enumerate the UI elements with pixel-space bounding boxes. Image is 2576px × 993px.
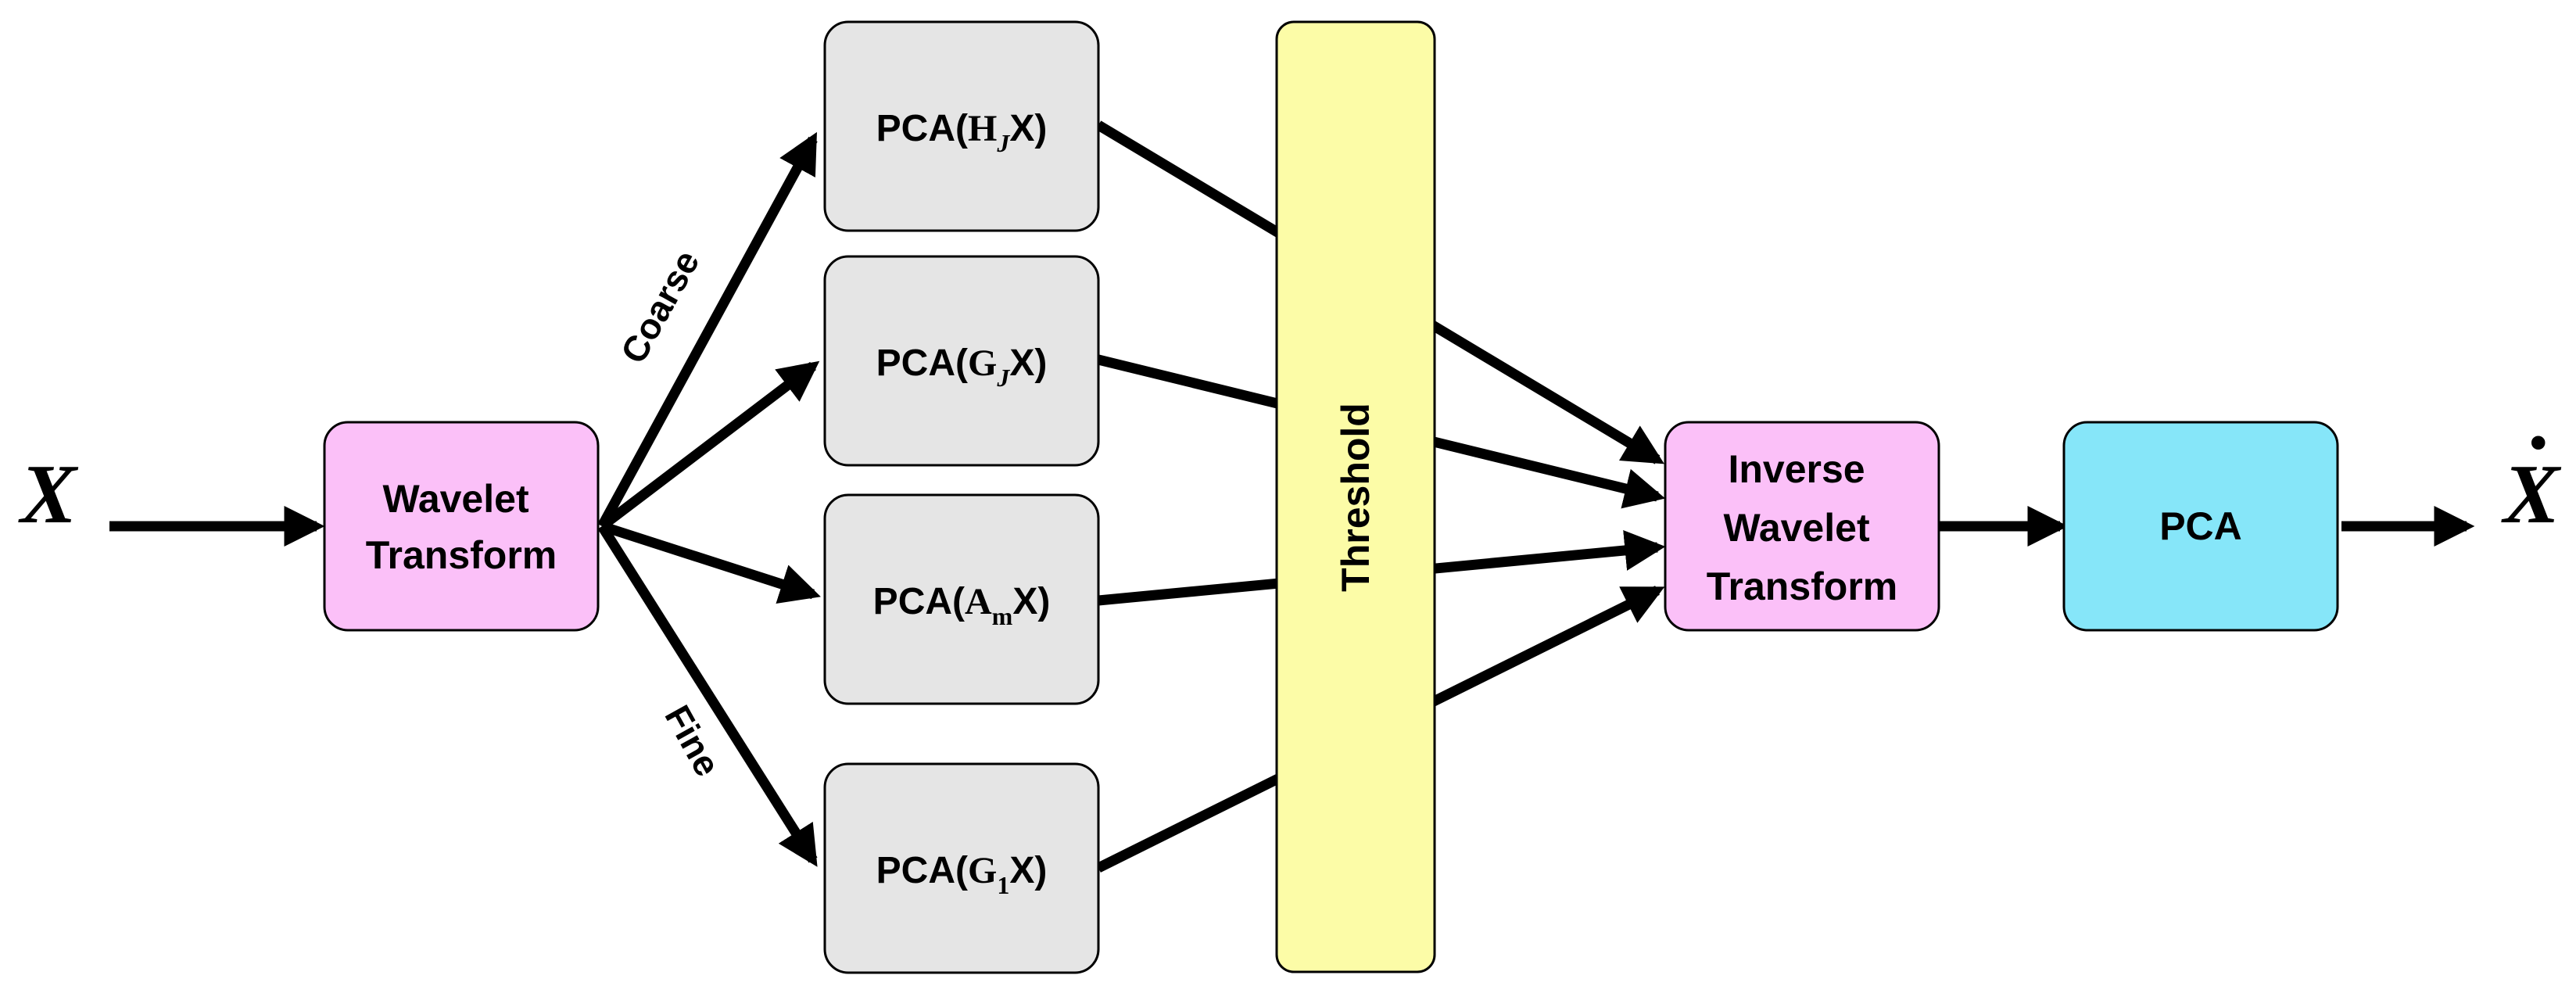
- inverse-wavelet-label: Inverse Wavelet Transform: [1707, 447, 1898, 608]
- pca-g1-prefix: PCA(: [876, 850, 968, 891]
- pca-box-h: PCA(HJX): [823, 20, 1100, 232]
- pca-h-base: H: [968, 108, 997, 149]
- output-dot-accent: ·: [2528, 396, 2549, 489]
- pca-a-label: PCA(AmX): [873, 581, 1051, 630]
- threshold-label: Threshold: [1334, 403, 1378, 592]
- inverse-wavelet-box: Inverse Wavelet Transform: [1664, 421, 1940, 632]
- output-symbol: X: [2501, 448, 2562, 541]
- wavelet-transform-label: Wavelet Transform: [366, 477, 557, 577]
- pca-g1-base: G: [968, 850, 997, 891]
- pca-g-prefix: PCA(: [876, 342, 968, 384]
- final-pca-box: PCA: [2062, 421, 2339, 632]
- pca-h-sub: J: [996, 129, 1010, 157]
- wavelet-line-1: Wavelet: [382, 477, 528, 521]
- pca-h-label: PCA(HJX): [876, 108, 1048, 157]
- pca-a-sub: m: [992, 602, 1013, 630]
- pca-g1-suffix: X): [1009, 850, 1047, 891]
- pca-a-prefix: PCA(: [873, 581, 965, 622]
- pca-g-label: PCA(GJX): [876, 342, 1048, 392]
- pca-box-g: PCA(GJX): [823, 255, 1100, 467]
- inverse-line-2: Wavelet: [1723, 506, 1869, 550]
- arrow-wavelet-to-pca-a: [600, 521, 821, 604]
- arrow-wavelet-to-pca-g: [599, 360, 820, 531]
- arrow-wavelet-to-pca-h: [597, 131, 818, 529]
- pca-h-prefix: PCA(: [876, 108, 968, 149]
- pca-g1-label: PCA(G1X): [876, 850, 1048, 899]
- arrow-wavelet-to-pca-g1: [597, 523, 818, 867]
- pca-g-base: G: [968, 342, 997, 384]
- final-pca-rect: [2062, 421, 2339, 632]
- pca-g-sub: J: [996, 364, 1010, 392]
- wavelet-line-2: Transform: [366, 533, 557, 577]
- inverse-line-1: Inverse: [1728, 447, 1865, 491]
- pca-g1-sub: 1: [997, 871, 1009, 899]
- pca-a-suffix: X): [1012, 581, 1050, 622]
- pca-box-a: PCA(AmX): [823, 493, 1100, 705]
- pca-g-suffix: X): [1009, 342, 1047, 384]
- pca-h-suffix: X): [1009, 108, 1047, 149]
- wavelet-transform-box: Wavelet Transform: [323, 421, 600, 632]
- pca-box-g1: PCA(G1X): [823, 762, 1100, 974]
- threshold-bar: [1275, 20, 1436, 973]
- final-pca-label: PCA: [2159, 504, 2242, 548]
- input-symbol: X: [18, 448, 79, 541]
- inverse-line-3: Transform: [1707, 565, 1898, 608]
- pca-a-base: A: [965, 581, 992, 622]
